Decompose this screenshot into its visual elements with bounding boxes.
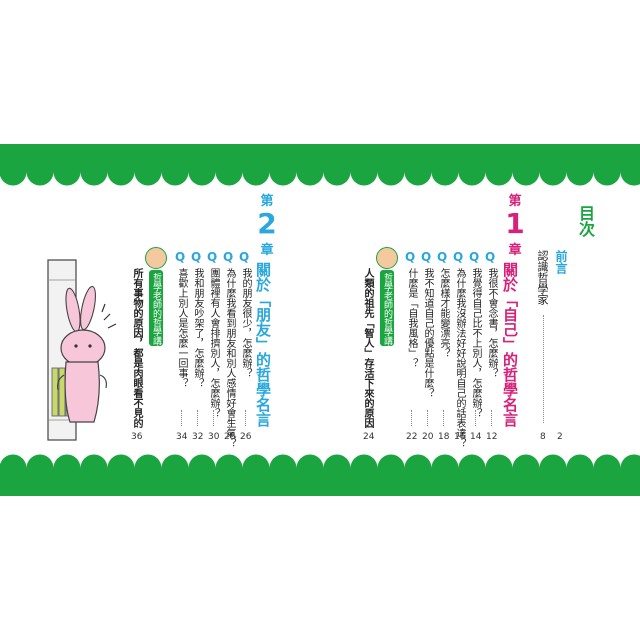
column-label-ch1: 哲學老師的哲學講座: [382, 273, 392, 354]
toc-item-text: 怎麼樣才能變漂亮？: [438, 268, 449, 358]
toc-item-page: 34: [176, 432, 188, 442]
chapter2-num: 2: [257, 207, 277, 240]
preface-heading: 前言: [554, 250, 568, 274]
column-badge-ch2: 哲學老師的哲學講座: [149, 270, 163, 354]
toc-item-page: 14: [470, 432, 482, 442]
toc-item-text: 我不知道自己的優點是什麼？: [422, 268, 433, 398]
column-page-ch2: 36: [131, 432, 143, 442]
top-green-band: [0, 144, 640, 172]
toc-item-text: 我覺得自己比不上別人，怎麼辦？: [470, 268, 481, 418]
toc-item-page: 32: [192, 432, 204, 442]
q-mark: Q: [239, 250, 250, 264]
teacher-avatar-ch2: [145, 247, 167, 269]
toc-item-page: 16: [454, 432, 466, 442]
toc-item-page: 20: [422, 432, 434, 442]
chapter1-prefix: 第: [508, 194, 522, 209]
preface-page-alt: 8: [540, 432, 546, 442]
chapter2-prefix: 第: [260, 194, 274, 209]
toc-item-page: 12: [486, 432, 498, 442]
toc-item-page: 22: [406, 432, 418, 442]
toc-item-text: 為什麼我看到朋友和別人感情好會生氣？: [224, 268, 235, 448]
bottom-green-band: [0, 468, 640, 496]
toc-item-text: 我的朋友很少，怎麼辦？: [240, 268, 251, 378]
chapter2-title: 關於「朋友」的哲學名言: [254, 262, 272, 427]
toc-item-text: 什麼是「自我風格」？: [406, 268, 417, 368]
chapter1-suffix: 章: [508, 243, 522, 258]
q-mark: Q: [421, 250, 432, 264]
q-mark: Q: [453, 250, 464, 264]
toc-item-text: 我和朋友吵架了，怎麼辦？: [192, 268, 203, 388]
q-mark: Q: [175, 250, 186, 264]
q-mark: Q: [469, 250, 480, 264]
teacher-avatar-ch1: [376, 247, 398, 269]
q-mark: Q: [437, 250, 448, 264]
toc-item-page: 30: [208, 432, 220, 442]
toc-item-page: 28: [224, 432, 236, 442]
q-mark: Q: [485, 250, 496, 264]
chapter2-number: 第 2 章: [256, 190, 278, 258]
chapter2-suffix: 章: [260, 243, 274, 258]
preface-page: 2: [557, 432, 563, 442]
rabbit-scroll-illustration: [47, 259, 117, 441]
preface-item-text: 認識哲學家: [536, 250, 549, 305]
q-mark: Q: [405, 250, 416, 264]
column-badge-ch1: 哲學老師的哲學講座: [380, 270, 394, 354]
toc-item-page: 26: [240, 432, 252, 442]
chapter1-title: 關於「自己」的哲學名言: [501, 262, 519, 427]
column-text-ch1: 人類的祖先「智人」存活下來的原因: [362, 268, 373, 428]
q-mark: Q: [207, 250, 218, 264]
top-scallop-edge: [0, 172, 640, 186]
column-text-ch2: 所有事物的原因，都是肉眼看不見的: [131, 268, 142, 428]
toc-item-text: 團體裡有人會排擠別人，怎麼辦？: [208, 268, 219, 418]
column-label-ch2: 哲學老師的哲學講座: [151, 273, 161, 354]
toc-item-text: 為什麼我沒辦法好好說明自己的話表達？: [454, 268, 465, 448]
column-page-ch1: 24: [363, 432, 375, 442]
toc-item-text: 我很不會念書，怎麼辦？: [486, 268, 497, 378]
toc-item-page: 18: [438, 432, 450, 442]
bottom-scallop-edge: [0, 454, 640, 468]
chapter1-num: 1: [505, 207, 525, 240]
q-mark: Q: [223, 250, 234, 264]
toc-title: 目次: [576, 205, 595, 237]
chapter1-number: 第 1 章: [504, 190, 526, 258]
q-mark: Q: [191, 250, 202, 264]
toc-item-text: 喜歡上別人是怎麼一回事？: [176, 268, 187, 388]
